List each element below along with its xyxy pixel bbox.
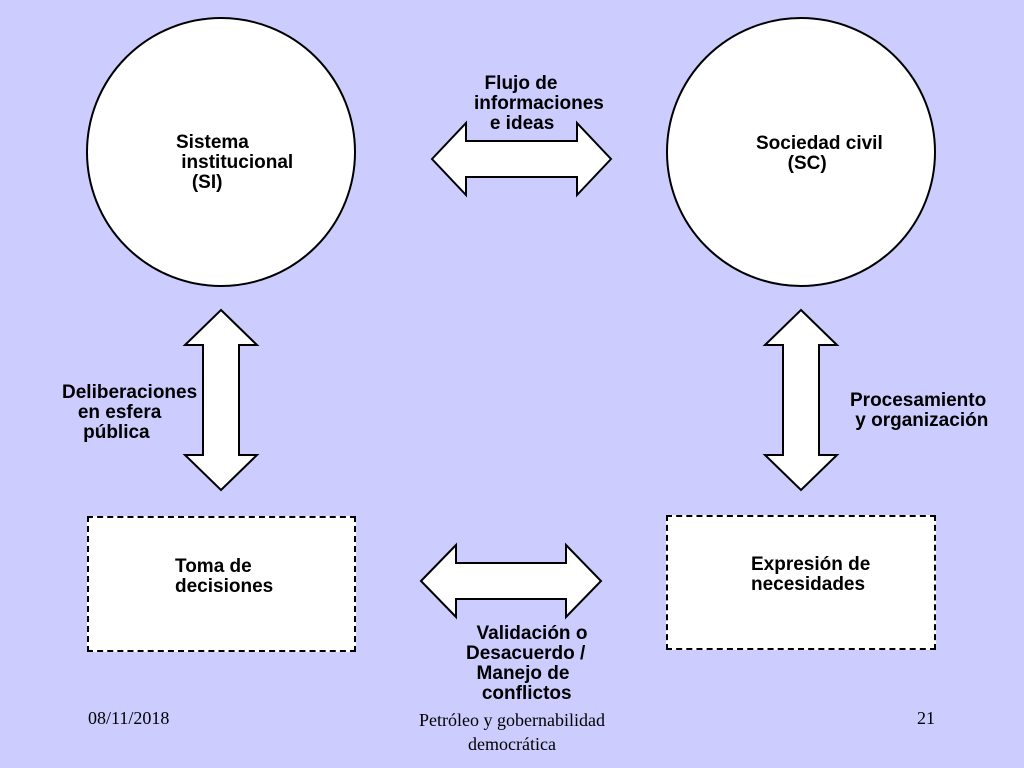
procesamiento-label: Procesamiento y organización [850, 390, 989, 431]
deliberaciones-double-arrow [182, 308, 260, 492]
validacion-double-arrow [419, 542, 603, 620]
footer-date: 08/11/2018 [88, 708, 170, 728]
sociedad-civil-circle [666, 17, 936, 287]
sistema-institucional-circle [86, 17, 356, 287]
toma-de-decisiones-label: Toma de decisiones [175, 556, 274, 597]
expresion-de-necesidades-label: Expresión de necesidades [751, 554, 871, 595]
expresion-de-necesidades-box [666, 515, 936, 650]
flujo-double-arrow [430, 120, 613, 198]
validacion-label: Validación o Desacuerdo / Manejo de conf… [466, 623, 588, 704]
deliberaciones-label: Deliberaciones en esfera pública [62, 382, 198, 443]
footer-title: Petróleo y gobernabilidad democrática [419, 710, 605, 754]
sociedad-civil-label: Sociedad civil (SC) [756, 133, 883, 174]
toma-de-decisiones-box [87, 516, 356, 652]
flujo-label: Flujo de informaciones e ideas [474, 73, 604, 134]
sistema-institucional-label: Sistema institucional (SI) [176, 132, 294, 193]
footer-page-number: 21 [917, 708, 935, 728]
procesamiento-double-arrow [762, 308, 840, 492]
